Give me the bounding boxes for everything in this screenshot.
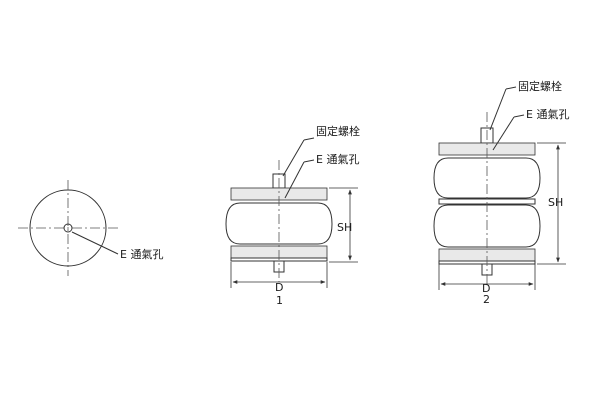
model-2-d-label: D [482, 282, 490, 295]
model-1-sh-label: SH [337, 221, 352, 234]
model-2-upper-bellows [433, 157, 541, 199]
model-2-bolt-leader-1 [505, 86, 517, 90]
model-1-view: 固定螺栓 E 通氣孔 SH D 1 [225, 124, 360, 307]
model-2-view: 固定螺栓 E 通氣孔 SH D 2 [433, 79, 569, 306]
model-2-number: 2 [483, 293, 490, 306]
model-1-bolt-label: 固定螺栓 [316, 124, 360, 138]
model-2-vent-leader-1 [513, 114, 525, 118]
top-view: E 通氣孔 [18, 180, 163, 276]
vent-hole-circle [63, 223, 73, 233]
model-2-bolt-label: 固定螺栓 [518, 79, 562, 93]
top-view-vent-label: E 通氣孔 [120, 247, 163, 261]
model-1-vent-label: E 通氣孔 [316, 152, 359, 166]
model-1-vent-leader-2 [284, 161, 305, 199]
vent-hole-leader [71, 231, 119, 255]
model-2-vent-label: E 通氣孔 [526, 107, 569, 121]
model-1-d-label: D [275, 281, 283, 294]
model-1-vent-leader-1 [303, 159, 315, 163]
model-2-sh-label: SH [548, 196, 563, 209]
model-1-number: 1 [276, 294, 283, 307]
model-1-bolt-leader-1 [303, 137, 315, 141]
model-2-vent-leader-2 [492, 116, 515, 151]
model-1-bolt-leader-2 [282, 139, 305, 177]
model-2-bolt-leader-2 [489, 88, 507, 131]
